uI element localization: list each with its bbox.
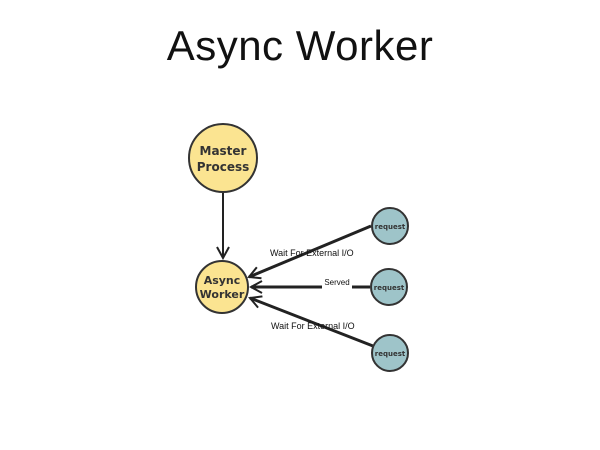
request-node-middle-label: request (374, 284, 405, 292)
async-worker-node: Async Worker (195, 260, 249, 314)
edge-label-top: Wait For External I/O (270, 248, 354, 258)
request-node-top: request (371, 207, 409, 245)
edge-label-middle: Served (324, 278, 349, 287)
edge-label-bottom: Wait For External I/O (271, 321, 355, 331)
master-node-label-line2: Process (197, 160, 250, 174)
request-node-bottom: request (371, 334, 409, 372)
edge-request-bottom-to-worker (250, 298, 374, 348)
worker-node-label-line1: Async (204, 274, 241, 287)
request-node-middle: request (370, 268, 408, 306)
request-node-bottom-label: request (375, 350, 406, 358)
master-process-node: Master Process (188, 123, 258, 193)
worker-node-label-line2: Worker (200, 288, 245, 301)
master-node-label-line1: Master (200, 144, 247, 158)
request-node-top-label: request (375, 223, 406, 231)
slide-title: Async Worker (166, 22, 434, 69)
edge-request-top-to-worker (249, 224, 372, 277)
